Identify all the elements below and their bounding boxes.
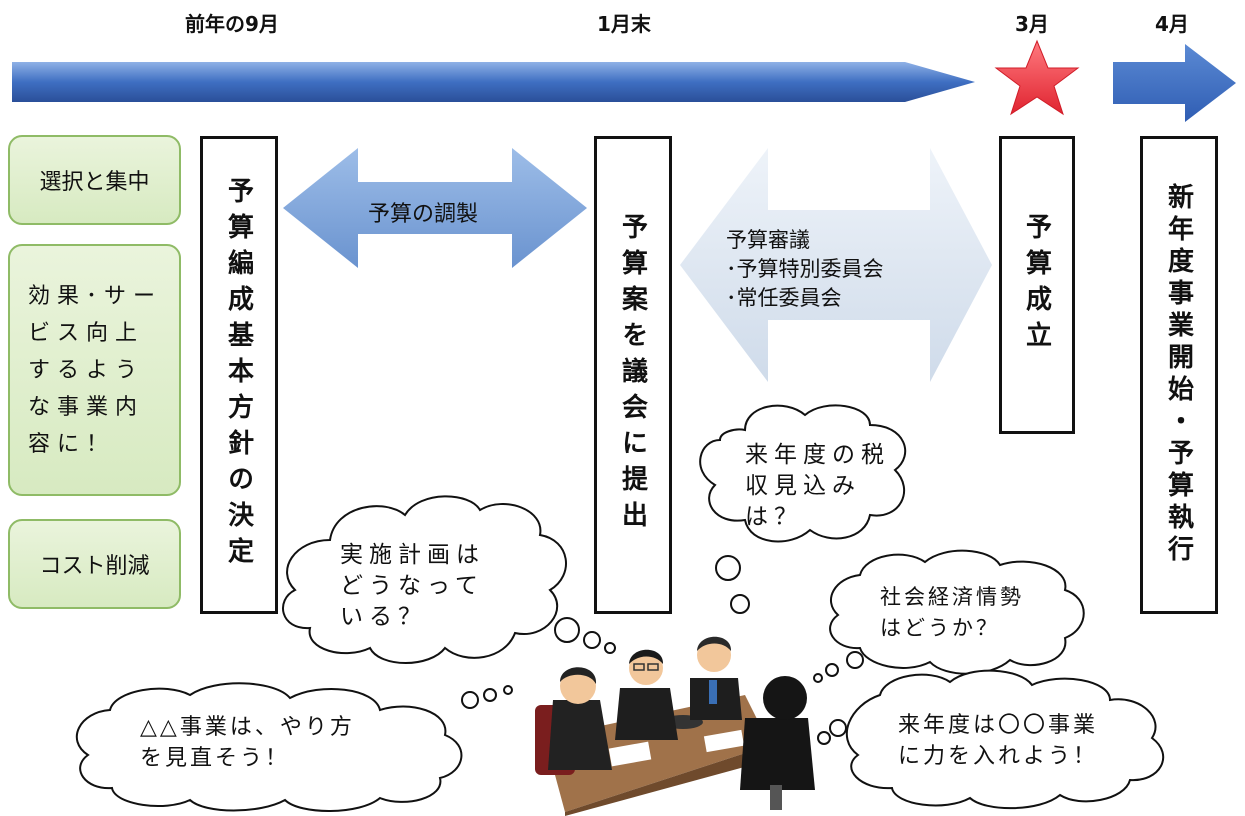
box-effect-service-line: ビス向上 bbox=[28, 321, 145, 346]
box-selection-focus-label: 選択と集中 bbox=[39, 170, 150, 195]
bubble-economy-text: 社会経済情勢 はどうか？ bbox=[880, 582, 1024, 644]
timeline-label-mar: 3月 bbox=[1015, 12, 1049, 36]
bubble-line: どうなって bbox=[340, 573, 484, 599]
bubble-economy bbox=[829, 549, 1085, 675]
bubble-tax-revenue-text: 来年度の税 収見込み は？ bbox=[745, 440, 890, 533]
bubble-line: は？ bbox=[745, 504, 803, 530]
bubble-implementation-plan bbox=[282, 495, 567, 664]
april-arrow bbox=[1113, 44, 1236, 122]
bubble-line: いる？ bbox=[340, 604, 427, 630]
box-cost-reduction: コスト削減 bbox=[8, 519, 181, 609]
vbox-budget-passed: 予算成立 bbox=[999, 136, 1075, 434]
bubble-line: 来年度は〇〇事業 bbox=[898, 713, 1099, 738]
bubble-line: 社会経済情勢 bbox=[880, 585, 1024, 609]
bubble-line: はどうか？ bbox=[880, 616, 1000, 640]
box-effect-service-line: 効果･サー bbox=[28, 284, 163, 309]
bubble-line: を見直そう！ bbox=[140, 746, 291, 771]
box-cost-reduction-label: コスト削減 bbox=[39, 554, 150, 579]
arrow-budget-deliberation-line: ･常任委員会 bbox=[726, 286, 842, 310]
vbox-submit-to-assembly-text: 予算案を議会に提出 bbox=[617, 213, 648, 537]
person-middle bbox=[615, 649, 678, 740]
bubble-tax-revenue bbox=[699, 404, 907, 543]
box-effect-service: 効果･サー ビス向上 するよう な事業内 容に！ bbox=[8, 244, 181, 496]
arrow-budget-deliberation bbox=[680, 148, 992, 382]
star-icon bbox=[994, 39, 1080, 116]
arrow-budget-deliberation-text: 予算審議 ･予算特別委員会 ･常任委員会 bbox=[726, 226, 884, 313]
bubble-line: 実施計画は bbox=[340, 542, 485, 568]
bubble-line: 収見込み bbox=[745, 473, 861, 499]
box-selection-focus: 選択と集中 bbox=[8, 135, 181, 225]
thought-bubbles bbox=[75, 404, 1165, 812]
bubble-line: に力を入れよう！ bbox=[898, 744, 1099, 769]
vbox-budget-policy: 予算編成基本方針の決定 bbox=[200, 136, 278, 614]
person-left bbox=[535, 667, 612, 775]
arrow-budget-preparation bbox=[283, 148, 587, 268]
bubble-review-text: △△事業は、やり方 を見直そう！ bbox=[140, 712, 355, 774]
arrow-budget-deliberation-line: 予算審議 bbox=[726, 228, 810, 252]
bubble-line: △△事業は、やり方 bbox=[140, 715, 355, 740]
box-effect-service-line: な事業内 bbox=[28, 395, 145, 420]
meeting-table bbox=[545, 695, 770, 812]
arrow-budget-preparation-label: 予算の調製 bbox=[368, 202, 479, 227]
timeline-arrow bbox=[12, 62, 975, 102]
vbox-budget-passed-text: 予算成立 bbox=[1021, 213, 1052, 357]
bubble-next-year-text: 来年度は〇〇事業 に力を入れよう！ bbox=[898, 710, 1098, 772]
box-effect-service-line: 容に！ bbox=[28, 432, 116, 457]
vbox-budget-policy-text: 予算編成基本方針の決定 bbox=[223, 177, 254, 573]
meeting-illustration bbox=[535, 636, 815, 816]
person-back bbox=[740, 676, 815, 810]
timeline-label-sep: 前年の9月 bbox=[185, 12, 279, 36]
bubble-implementation-plan-text: 実施計画は どうなって いる？ bbox=[340, 540, 485, 633]
vbox-new-fiscal-year-text: 新年度事業開始・予算執行 bbox=[1163, 183, 1194, 567]
box-effect-service-line: するよう bbox=[28, 358, 145, 383]
bubble-next-year bbox=[845, 669, 1165, 810]
person-right bbox=[690, 636, 742, 720]
vbox-submit-to-assembly: 予算案を議会に提出 bbox=[594, 136, 672, 614]
bubble-line: 来年度の税 bbox=[745, 442, 890, 468]
timeline-label-jan: 1月末 bbox=[597, 12, 651, 36]
arrow-budget-deliberation-line: ･予算特別委員会 bbox=[726, 257, 884, 281]
bubble-review bbox=[75, 682, 463, 812]
timeline-label-apr: 4月 bbox=[1155, 12, 1189, 36]
vbox-new-fiscal-year: 新年度事業開始・予算執行 bbox=[1140, 136, 1218, 614]
